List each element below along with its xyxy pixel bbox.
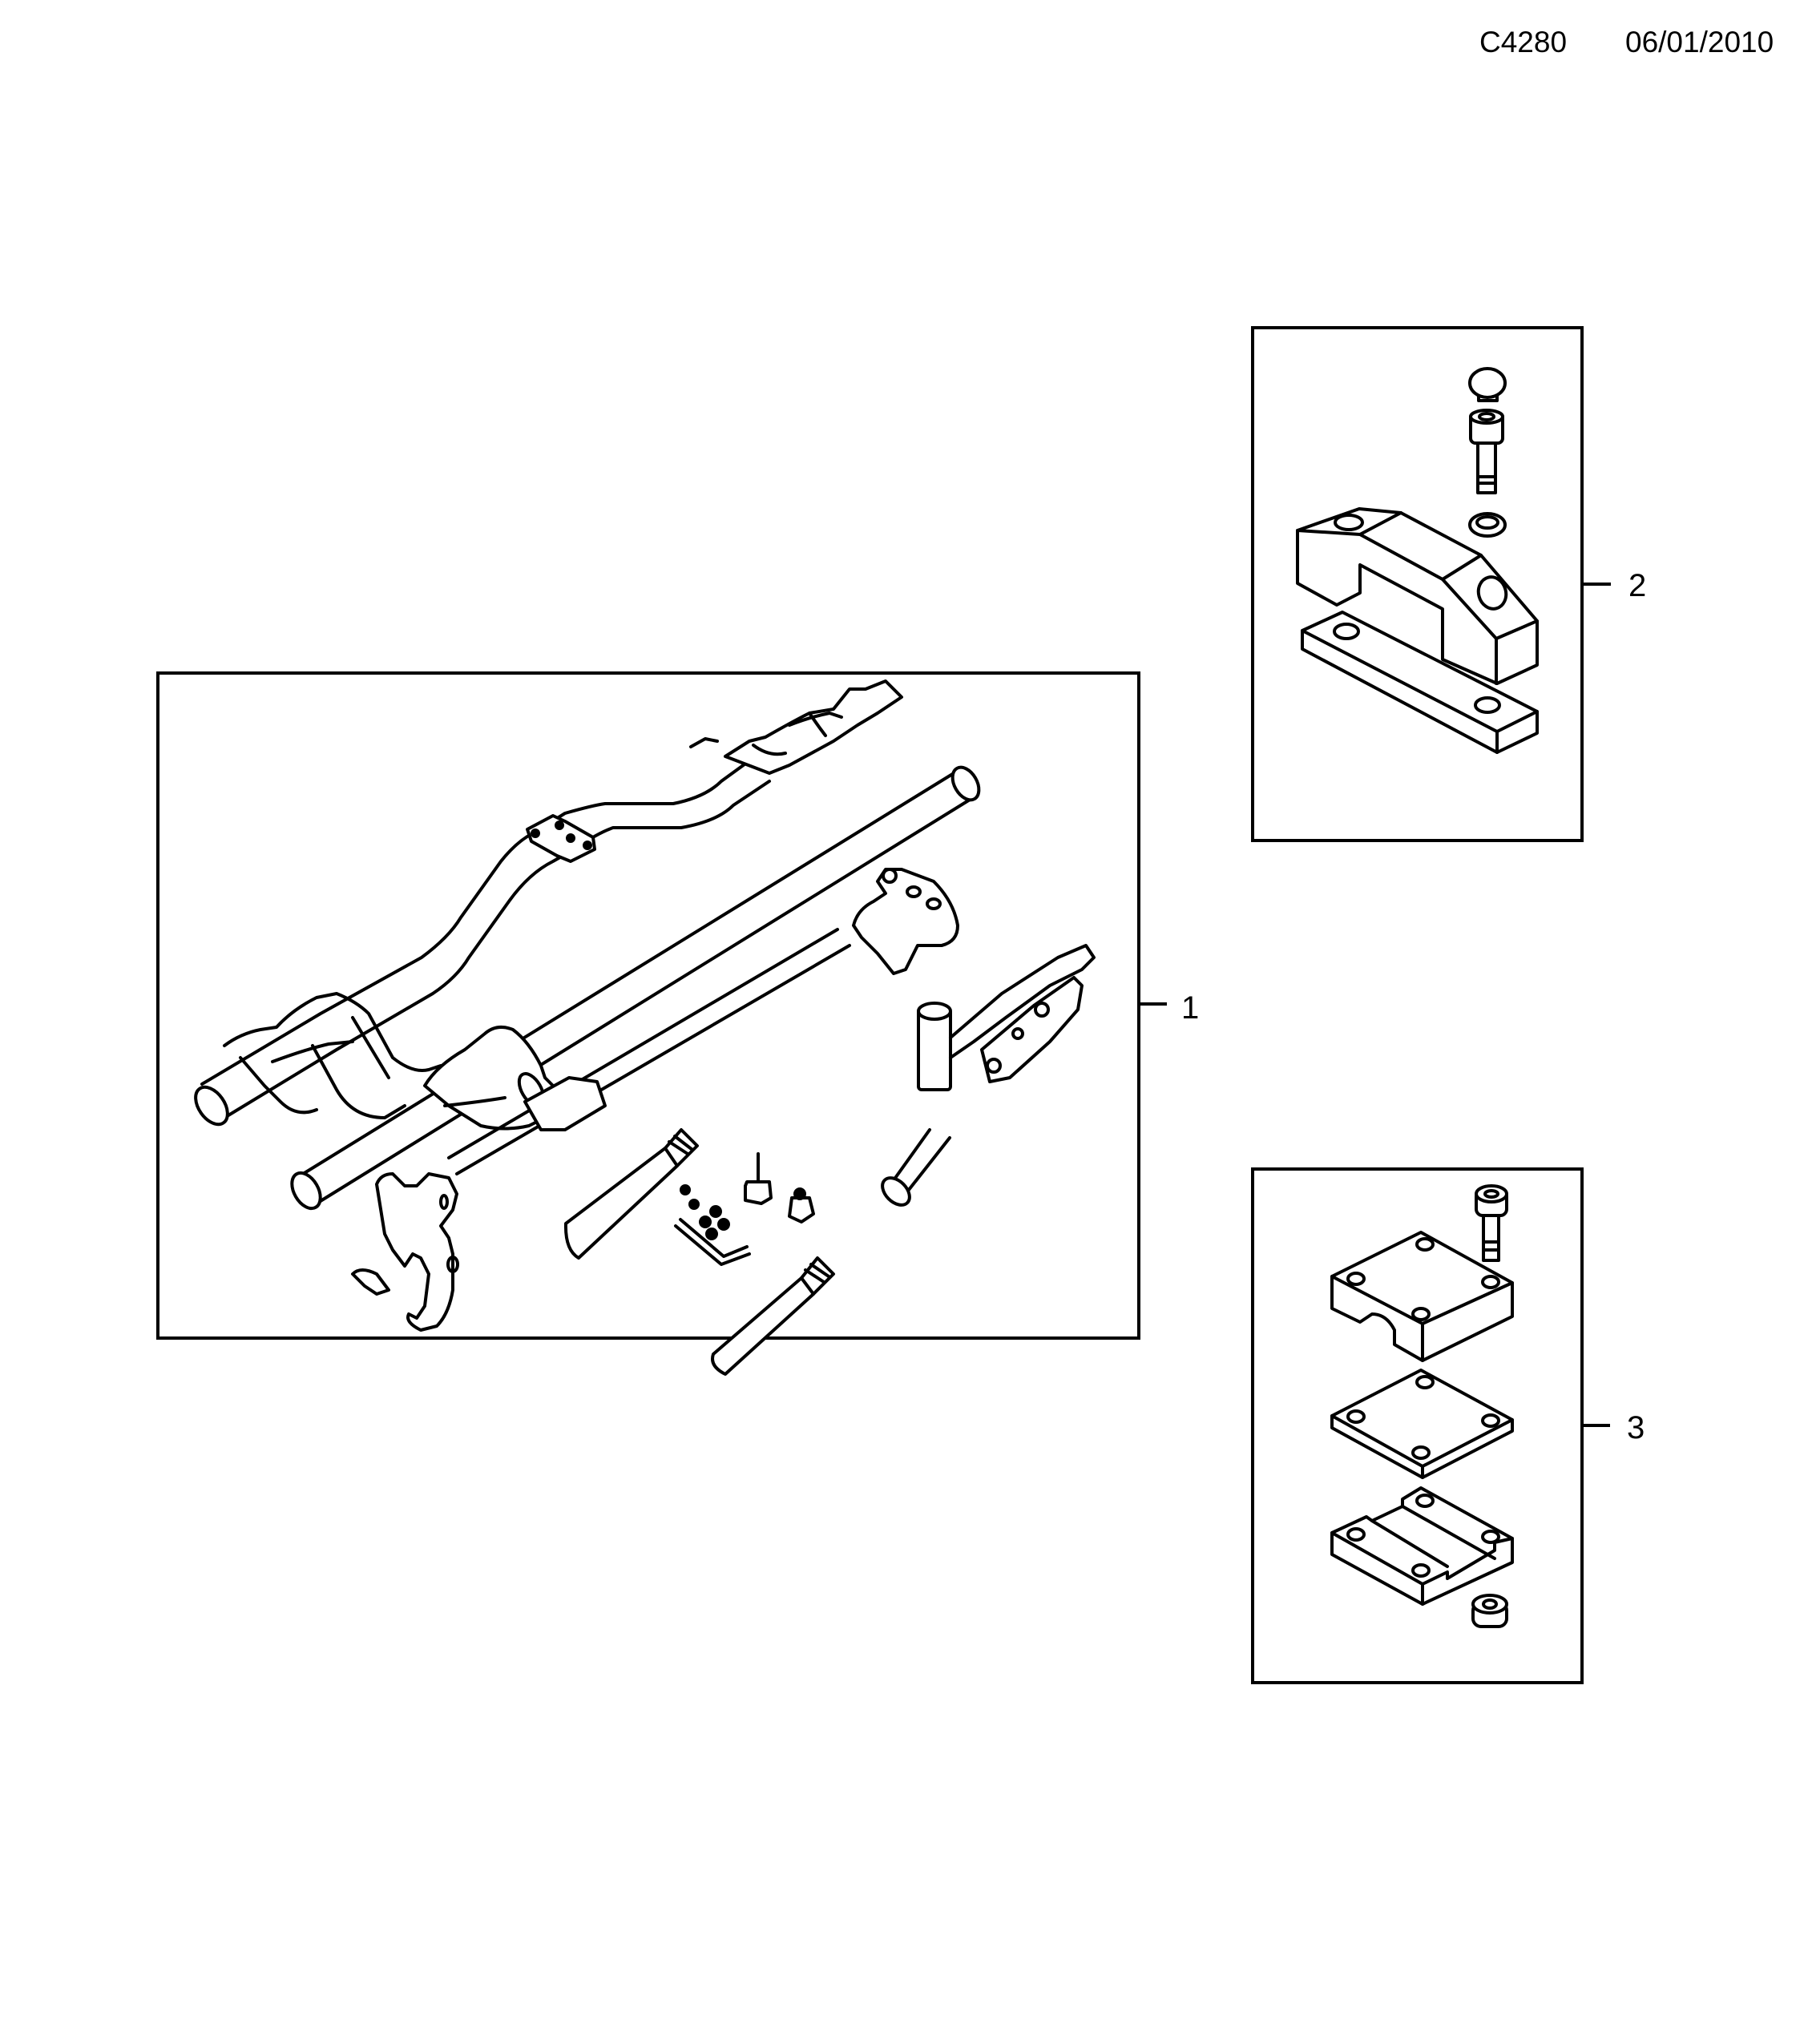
- part-3-callout-number: 3: [1627, 1410, 1645, 1445]
- part-1-callout-number: 1: [1181, 990, 1200, 1026]
- diagram-date: 06/01/2010: [1625, 26, 1774, 58]
- part-1-frame: [156, 671, 1140, 1340]
- part-2-callout-number: 2: [1628, 568, 1647, 603]
- part-1-leader-line: [1139, 1002, 1167, 1006]
- part-3-frame: [1251, 1167, 1584, 1684]
- diagram-code: C4280: [1479, 26, 1568, 58]
- part-2-leader-line: [1582, 583, 1611, 586]
- part-3-leader-line: [1582, 1424, 1610, 1427]
- part-2-frame: [1251, 326, 1584, 842]
